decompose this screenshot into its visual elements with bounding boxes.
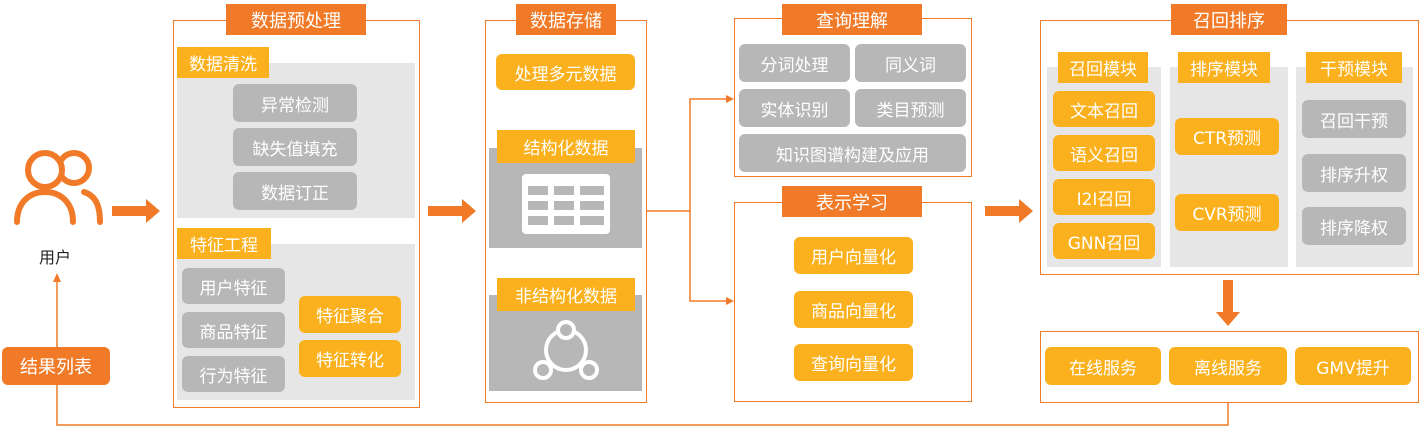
recall-item: 语义召回 [1053, 135, 1155, 171]
feature-item: 用户特征 [182, 268, 285, 304]
feature-agg-item: 特征聚合 [299, 296, 401, 333]
recall-item: GNN召回 [1053, 223, 1155, 259]
storage-title: 数据存储 [516, 4, 616, 35]
query-title: 查询理解 [782, 4, 922, 35]
rank-module [1170, 67, 1288, 267]
unstructured-label: 非结构化数据 [497, 278, 635, 311]
query-item: 实体识别 [739, 89, 850, 127]
recall-module-title: 召回模块 [1058, 52, 1148, 83]
query-item: 知识图谱构建及应用 [739, 134, 966, 172]
table-icon [522, 174, 610, 234]
feature-title: 特征工程 [177, 228, 271, 259]
feature-item: 行为特征 [182, 356, 285, 392]
arrow-recall-to-services [1216, 280, 1240, 326]
user-label: 用户 [38, 248, 71, 267]
preprocess-title: 数据预处理 [226, 4, 366, 35]
recall-rank-title: 召回排序 [1171, 4, 1287, 35]
service-item: 离线服务 [1169, 347, 1287, 385]
recall-item: I2I召回 [1053, 179, 1155, 215]
result-list-label: 结果列表 [20, 357, 92, 378]
intervene-module-title: 干预模块 [1306, 52, 1402, 83]
user-icon [12, 146, 104, 226]
representation-item: 商品向量化 [794, 291, 913, 328]
rank-item: CTR预测 [1175, 118, 1279, 155]
unstructured-block [489, 295, 642, 391]
representation-title: 表示学习 [782, 186, 922, 217]
arrow-preprocess-to-storage [428, 199, 476, 223]
intervene-item: 排序降权 [1302, 207, 1406, 245]
feature-agg-item: 特征转化 [299, 340, 401, 377]
intervene-item: 排序升权 [1302, 154, 1406, 192]
result-list-badge: 结果列表 [2, 347, 110, 385]
service-item: GMV提升 [1295, 347, 1411, 385]
intervene-item: 召回干预 [1302, 100, 1406, 138]
query-item: 同义词 [855, 44, 966, 82]
rank-module-title: 排序模块 [1178, 52, 1270, 83]
branch-line [647, 98, 726, 212]
representation-item: 查询向量化 [794, 344, 913, 381]
feature-item: 商品特征 [182, 312, 285, 348]
query-item: 类目预测 [855, 89, 966, 127]
cleaning-item: 缺失值填充 [233, 128, 357, 166]
query-item: 分词处理 [739, 44, 850, 82]
service-item: 在线服务 [1045, 347, 1161, 385]
branch-line [689, 211, 726, 302]
cleaning-title: 数据清洗 [177, 47, 269, 78]
cleaning-item: 数据订正 [233, 172, 357, 210]
recall-item: 文本召回 [1053, 91, 1155, 127]
rank-item: CVR预测 [1175, 194, 1279, 231]
representation-item: 用户向量化 [794, 237, 913, 274]
storage-multi: 处理多元数据 [496, 54, 635, 90]
structured-label: 结构化数据 [497, 130, 635, 163]
cleaning-item: 异常检测 [233, 84, 357, 122]
arrow-user-to-preprocess [112, 199, 160, 223]
network-icon [528, 318, 604, 386]
arrow-to-recall [985, 199, 1033, 223]
